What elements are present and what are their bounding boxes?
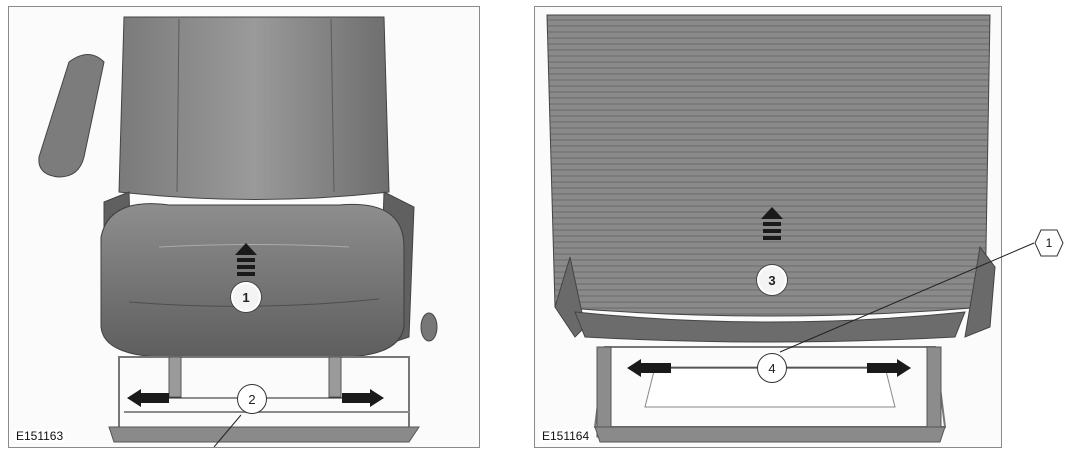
arrow-right-icon — [342, 389, 384, 407]
arrow-left-icon — [127, 389, 169, 407]
figure-seat-front: 1 2 E151163 — [8, 6, 480, 448]
armrest — [38, 54, 105, 178]
seat-front-illustration — [38, 16, 438, 447]
arrow-up-icon — [235, 243, 257, 276]
callout-external-label: 1 — [1045, 236, 1053, 250]
arrow-up-icon — [761, 207, 783, 240]
callout-1: 1 — [231, 282, 261, 312]
seat-backrest — [118, 16, 390, 200]
arrow-left-icon — [627, 359, 671, 377]
arrow-right-icon — [867, 359, 911, 377]
hexagon-callout-icon — [1034, 229, 1064, 257]
callout-external-1: 1 — [1034, 229, 1064, 257]
callout-4: 4 — [757, 353, 787, 383]
callout-3: 3 — [757, 265, 787, 295]
seat-cushion — [100, 203, 405, 358]
figure-seat-rear: 3 4 E151164 — [534, 6, 1002, 448]
figure-id-label: E151163 — [14, 429, 66, 443]
callout-2: 2 — [237, 384, 267, 414]
figure-id-label: E151164 — [540, 429, 592, 443]
